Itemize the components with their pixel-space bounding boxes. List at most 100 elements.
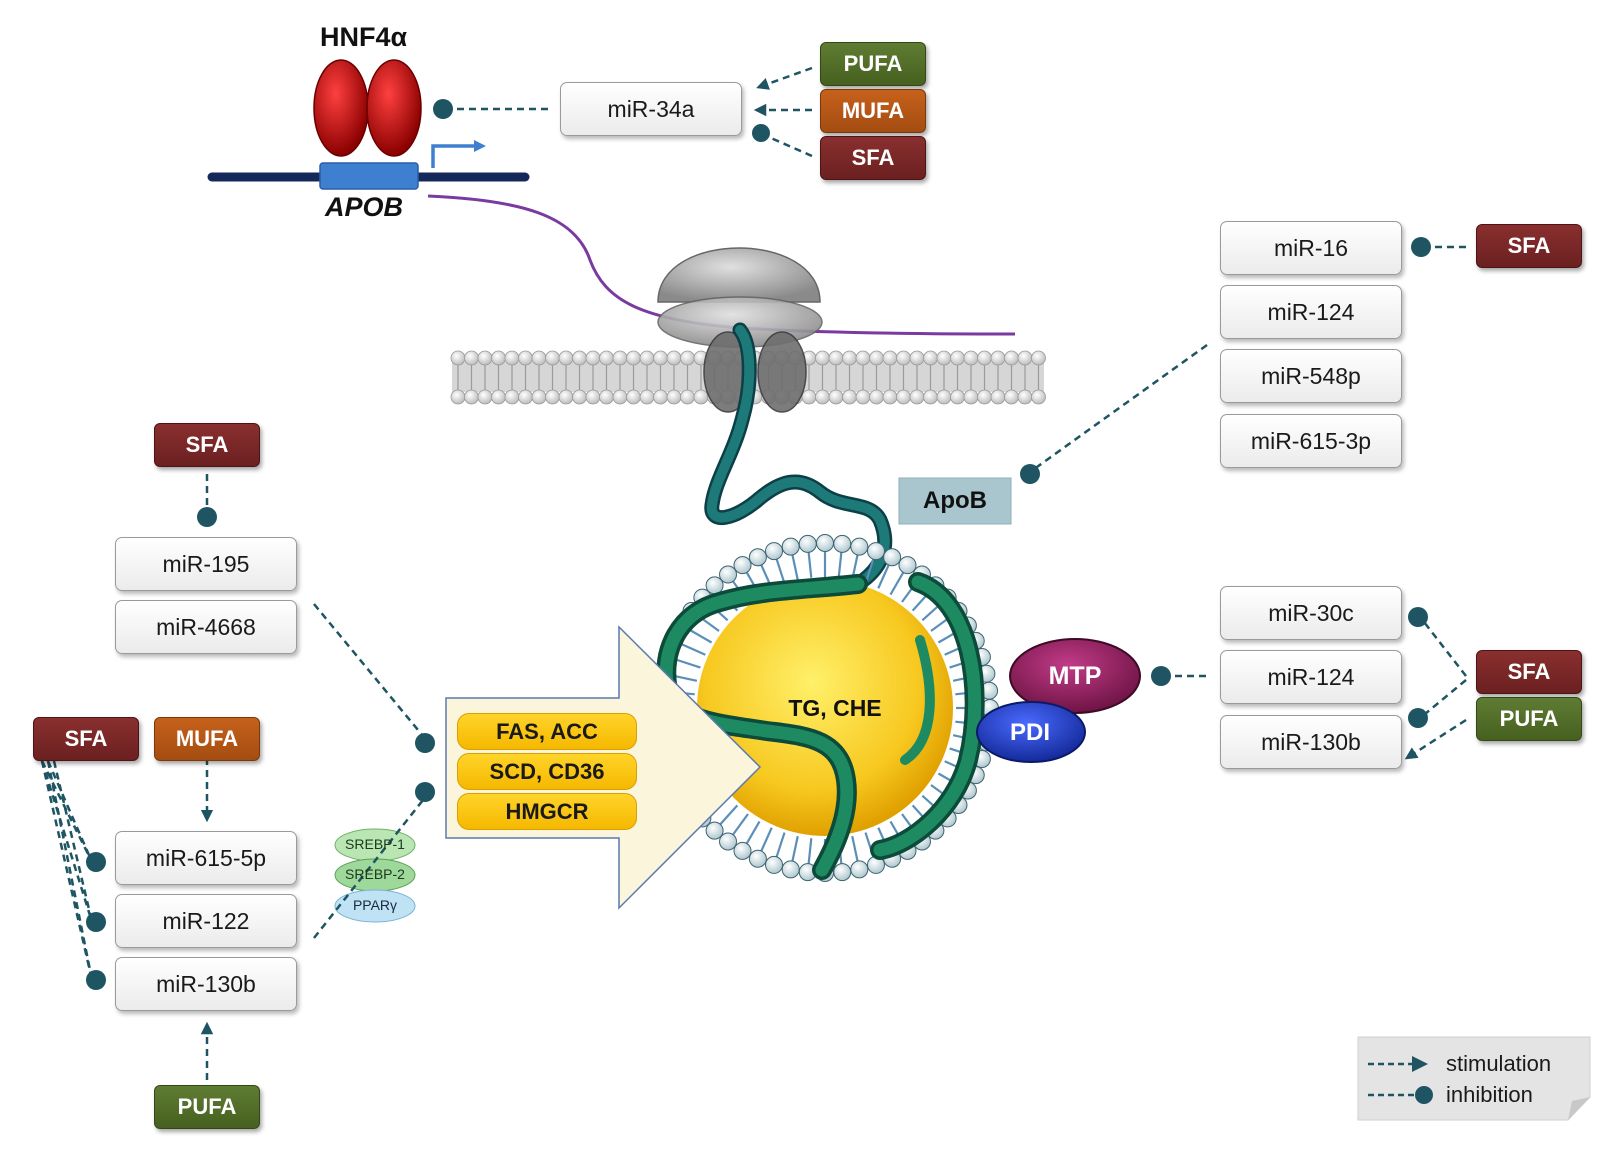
- legend-stimulation-arrow: [1412, 1056, 1428, 1072]
- phospholipid-tail: [889, 569, 906, 596]
- link-mir122-tf: [313, 799, 424, 939]
- phospholipid-tail: [686, 627, 713, 644]
- membrane-head: [1031, 350, 1046, 366]
- phospholipid-tail: [864, 556, 876, 584]
- mir-615-5p-box: miR-615-5p: [115, 831, 297, 885]
- link-sfa-mir30c: [1423, 621, 1467, 677]
- mufa-box-left-mid: MUFA: [154, 717, 260, 761]
- membrane-head: [491, 350, 506, 366]
- membrane-head: [815, 350, 830, 366]
- mir-4668-box: miR-4668: [115, 600, 297, 654]
- phospholipid-tail: [774, 556, 786, 584]
- phospholipid-head: [850, 537, 869, 556]
- phospholipid-head: [816, 534, 834, 552]
- membrane-head: [464, 350, 479, 366]
- membrane-head: [572, 350, 587, 366]
- membrane-head: [626, 350, 641, 366]
- pufa-box-top: PUFA: [820, 42, 926, 86]
- legend-stimulation-label: stimulation: [1446, 1051, 1552, 1076]
- phospholipid-head: [833, 863, 852, 882]
- membrane-head: [815, 389, 830, 405]
- hnf4a-label: HNF4α: [320, 22, 408, 52]
- ppary-ellipse: [334, 889, 416, 923]
- membrane-head: [518, 350, 533, 366]
- membrane-head: [936, 350, 952, 366]
- membrane-head: [545, 389, 560, 405]
- apob-gene-box: [319, 162, 419, 190]
- membrane-head: [450, 350, 466, 366]
- apob-inner-loop: [900, 635, 935, 765]
- inhibit-dot-mir30c: [1408, 607, 1428, 627]
- inhibit-dot-apob-protein: [1020, 464, 1040, 484]
- lipid-core-label: TG, CHE: [788, 695, 882, 721]
- membrane-head: [869, 350, 884, 366]
- sfa-box-left-mid: SFA: [33, 717, 139, 761]
- membrane-head: [923, 350, 938, 366]
- membrane-head: [842, 350, 857, 366]
- membrane-head: [963, 350, 979, 366]
- membrane-head: [1031, 389, 1046, 405]
- phospholipid-head: [866, 542, 885, 561]
- membrane-head: [599, 389, 614, 405]
- apob-protein-box: [898, 477, 1012, 525]
- membrane-head: [693, 389, 709, 405]
- phospholipid-tail: [744, 820, 761, 847]
- membrane-head: [828, 350, 844, 366]
- phospholipid-head: [798, 534, 817, 553]
- tf-srebp1-label: SREBP-1: [345, 836, 405, 852]
- membrane-head: [909, 350, 925, 366]
- phospholipid-head: [765, 855, 784, 874]
- tf-ppary-label: PPARγ: [352, 897, 398, 913]
- pdi-protein: [976, 701, 1086, 763]
- membrane-head: [558, 350, 574, 366]
- phospholipid-head: [705, 821, 724, 840]
- mir-195-box: miR-195: [115, 537, 297, 591]
- link-sfa-mir34a: [763, 133, 813, 158]
- membrane-head: [842, 389, 857, 405]
- hnf4a-monomer-right: [366, 59, 422, 157]
- tf-srebp2-label: SREBP-2: [345, 866, 405, 882]
- phospholipid-tail: [851, 835, 860, 864]
- phospholipid-tail: [790, 552, 799, 581]
- membrane-head: [855, 389, 871, 405]
- link-sfa-mir122-a: [40, 760, 94, 923]
- legend-inhibition-label: inhibition: [1446, 1082, 1533, 1107]
- membrane-head: [1004, 350, 1019, 366]
- apob-mrna: [427, 194, 1016, 336]
- legend-inhibition-dot: [1415, 1086, 1433, 1104]
- phospholipid-head: [719, 565, 738, 584]
- pufa-box-left-bottom: PUFA: [154, 1085, 260, 1129]
- link-sfa-mir130b-a: [40, 760, 94, 981]
- membrane-head: [504, 350, 520, 366]
- sfa-box-right-top: SFA: [1476, 224, 1582, 268]
- link-sfa-mir130b-b: [46, 760, 94, 981]
- inhibit-dot-apob: [433, 99, 453, 119]
- membrane-head: [639, 389, 655, 405]
- membrane-head: [518, 389, 533, 405]
- membrane-head: [572, 389, 587, 405]
- phospholipid-tail: [807, 549, 813, 578]
- membrane-head: [504, 389, 520, 405]
- membrane-head: [666, 350, 682, 366]
- translocon-right: [757, 331, 807, 413]
- phospholipid-tail: [673, 657, 701, 669]
- phospholipid-tail: [679, 642, 706, 656]
- sfa-box-top: SFA: [820, 136, 926, 180]
- phospholipid-tail: [807, 838, 813, 867]
- membrane-head: [612, 350, 628, 366]
- tss-arrow: [431, 144, 478, 168]
- sfa-box-left-top: SFA: [154, 423, 260, 467]
- pdi-label: PDI: [1009, 719, 1050, 746]
- pufa-box-right-mid: PUFA: [1476, 697, 1582, 741]
- phospholipid-head: [748, 548, 767, 567]
- membrane-head: [990, 389, 1006, 405]
- mir-34a-box: miR-34a: [560, 82, 742, 136]
- phospholipid-head: [719, 832, 738, 851]
- inhibit-dot-mtp: [1151, 666, 1171, 686]
- mtp-label: MTP: [1048, 662, 1102, 690]
- phospholipid-head: [781, 537, 800, 556]
- lipid-core: [697, 580, 953, 836]
- phospholipid-head: [833, 534, 852, 553]
